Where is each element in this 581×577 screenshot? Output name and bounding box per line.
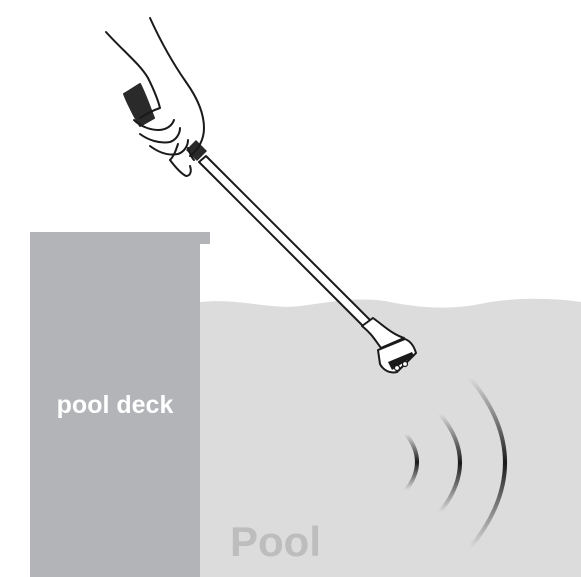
hand-icon: [106, 18, 204, 176]
deck-label: pool deck: [57, 391, 174, 419]
pool-label: Pool: [230, 518, 321, 565]
